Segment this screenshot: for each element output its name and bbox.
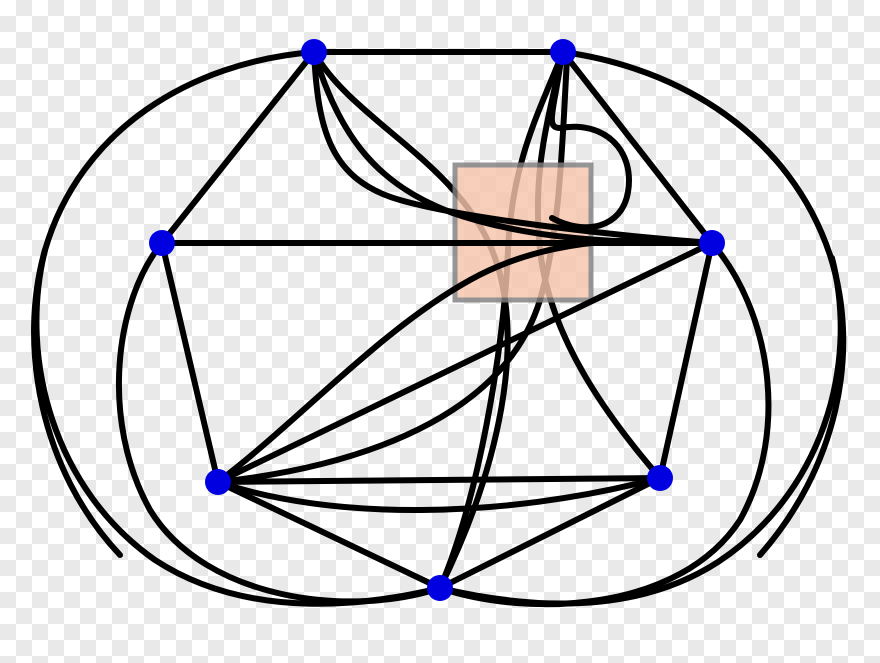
vertex-v3[interactable]	[149, 230, 175, 256]
edge-v5-v6	[215, 475, 663, 485]
edge-v4-v6	[657, 240, 715, 481]
edge-outer-left-envelope	[33, 247, 443, 607]
vertex-v2[interactable]	[550, 39, 576, 65]
vertex-v6[interactable]	[647, 465, 673, 491]
edge-v6-v7	[437, 475, 663, 591]
edge-v1-v3	[159, 49, 317, 246]
vertex-v7[interactable]	[427, 575, 453, 601]
edge-v2-v4	[560, 49, 715, 246]
edge-outer-right-envelope	[437, 255, 844, 607]
edge-v5-v4-curve	[215, 237, 715, 485]
vertex-v5[interactable]	[205, 469, 231, 495]
edge-v5-v7	[215, 479, 443, 591]
vertex-v4[interactable]	[699, 230, 725, 256]
vertices	[149, 39, 725, 601]
edge-v2-self-loop	[548, 57, 632, 231]
edge-v5-v6-arc	[215, 475, 663, 513]
edge-v3-v7-outer	[115, 240, 443, 605]
edge-v2-v5-under	[215, 55, 570, 485]
edge-v2-v4-outer	[560, 49, 847, 558]
edge-v3-v5	[159, 240, 221, 485]
edges-over-highlight	[31, 49, 847, 608]
edge-v1-v4-upper	[311, 49, 715, 246]
vertex-v1[interactable]	[301, 39, 327, 65]
edge-v4-v5	[215, 240, 715, 485]
